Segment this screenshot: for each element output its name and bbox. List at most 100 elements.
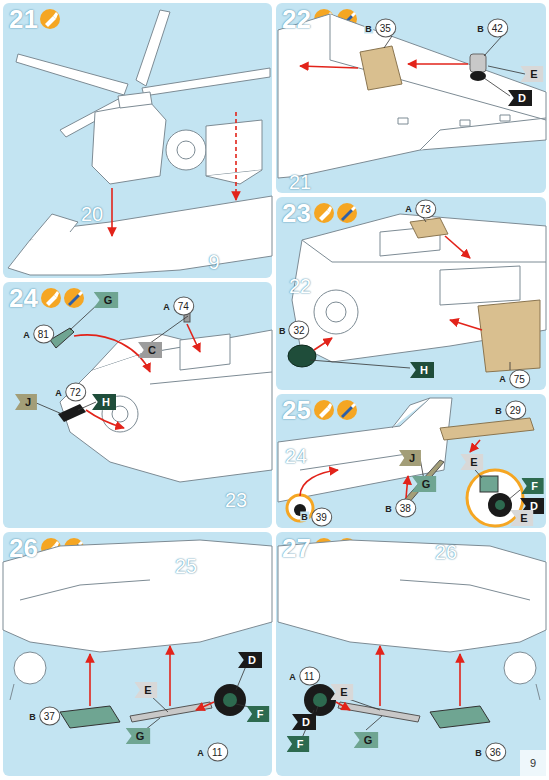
sprue-letter: A [162,301,171,311]
paint-code: J [15,394,37,410]
paint-flag: E [510,510,533,526]
sprue-letter: A [288,671,297,681]
part-number: 39 [311,507,332,526]
paint-flag: G [354,732,379,748]
sprue-letter: A [196,747,205,757]
part-callout: B37 [28,707,60,726]
paint-flag: J [399,450,421,466]
paint-flag: E [330,684,353,700]
step-panel: 21 [3,3,272,278]
paint-code: J [399,450,421,466]
paint-code: E [520,66,543,82]
sprue-letter: B [300,512,309,522]
part-number: 72 [65,383,86,402]
step-number: 24 [9,283,38,313]
sprue-letter: A [498,374,507,384]
sprue-letter: B [494,405,503,415]
paint-code: D [292,714,316,730]
sprue-letter: B [28,711,37,721]
paint-code: D [238,652,262,668]
step-number: 26 [9,533,38,563]
step-panel: 27A11EDF G B36 [276,532,546,776]
part-callout: A72 [54,383,86,402]
paint-flag: H [410,362,434,378]
step-number: 27 [282,533,311,563]
part-callout: A73 [404,199,436,218]
paint-flag: D [238,652,262,668]
part-number: 37 [39,707,60,726]
part-number: 11 [207,743,228,762]
step-panel: 23A73B32HA75 [276,197,546,390]
assembly-number: 23 [225,489,247,512]
sprue-letter: B [384,503,393,513]
paint-code: E [460,454,483,470]
paint-flag: E [460,454,483,470]
assembly-number: 25 [175,555,197,578]
paint-code: E [330,684,353,700]
paint-code: G [354,732,379,748]
assembly-number: 26 [435,541,457,564]
part-number: 32 [289,321,310,340]
part-callout: B32 [278,321,310,340]
paint-code: G [94,292,119,308]
sprue-letter: B [474,747,483,757]
part-number: 73 [415,199,436,218]
part-callout: A75 [498,369,530,388]
part-callout: B42 [476,19,508,38]
paint-flag: C [138,342,162,358]
step-number: 21 [9,4,38,34]
paint-code: F [247,706,270,722]
part-callout: B36 [474,743,506,762]
sprue-letter: B [278,325,287,335]
part-callout: A81 [22,325,54,344]
paint-flag: F [287,736,310,752]
sprue-letter: A [22,329,31,339]
step-number: 23 [282,198,311,228]
assembly-number: 24 [285,445,307,468]
paint-flag: J [15,394,37,410]
paint-flag: G [126,728,151,744]
paint-flag: G [94,292,119,308]
part-callout: A74 [162,297,194,316]
part-number: 42 [487,19,508,38]
step-number: 25 [282,395,311,425]
step-panel: 22B35B42ED [276,3,546,193]
part-callout: A11 [288,667,320,686]
paint-flag: E [520,66,543,82]
paint-flag: D [292,714,316,730]
part-callout: A11 [196,743,228,762]
paint-code: D [508,90,532,106]
part-number: 35 [375,19,396,38]
part-callout: B29 [494,401,526,420]
step-panel: 26B37 E D G F A11 [3,532,272,776]
paint-code: F [287,736,310,752]
step-number: 22 [282,4,311,34]
part-number: 36 [485,743,506,762]
paint-flag: G [412,476,437,492]
paint-code: C [138,342,162,358]
part-number: 29 [505,401,526,420]
part-number: 11 [299,667,320,686]
paint-flag: E [134,682,157,698]
paint-code: E [134,682,157,698]
sprue-letter: A [404,204,413,214]
part-number: 75 [509,369,530,388]
part-callout: B38 [384,499,416,518]
paint-flag: F [247,706,270,722]
paint-flag: H [92,394,116,410]
sprue-letter: B [476,23,485,33]
paint-code: G [412,476,437,492]
assembly-number: 22 [289,275,311,298]
step-panel: 25B29JEB38FGDEB39 [276,394,546,528]
sprue-letter: B [364,23,373,33]
part-callout: B39 [300,507,332,526]
paint-code: G [126,728,151,744]
part-number: 81 [33,325,54,344]
paint-flag: F [521,478,544,494]
paint-code: F [521,478,544,494]
paint-code: H [410,362,434,378]
assembly-number: 21 [289,171,311,194]
part-number: 38 [395,499,416,518]
assembly-number: 20 [81,203,103,226]
